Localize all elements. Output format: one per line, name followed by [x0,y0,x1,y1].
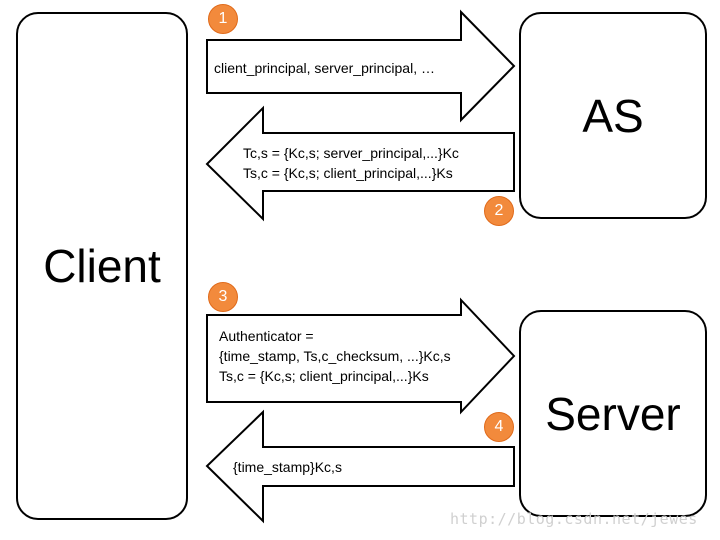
message-3-line-3: Ts,c = {Kc,s; client_principal,...}Ks [219,368,429,384]
message-2-line-1: Tc,s = {Kc,s; server_principal,...}Kc [243,145,459,161]
message-1-line-1: client_principal, server_principal, … [214,60,435,76]
message-2-line-2: Ts,c = {Kc,s; client_principal,...}Ks [243,165,453,181]
arrow-1-right [206,9,516,123]
message-4-text: {time_stamp}Kc,s [233,457,342,477]
step-2-badge: 2 [484,196,514,226]
arrow-2-left [205,105,515,222]
message-2-text: Tc,s = {Kc,s; server_principal,...}Kc Ts… [243,143,459,183]
as-node: AS [519,12,707,219]
step-3-badge: 3 [208,282,238,312]
message-3-text: Authenticator = {time_stamp, Ts,c_checks… [219,326,451,386]
message-4-line-1: {time_stamp}Kc,s [233,459,342,475]
arrow-4-left [205,409,515,524]
watermark-text: http://blog.csdn.net/jewes [450,510,698,528]
as-label: AS [582,89,644,142]
arrow-3-right [206,297,516,415]
step-4-badge: 4 [484,412,514,442]
message-3-line-2: {time_stamp, Ts,c_checksum, ...}Kc,s [219,348,451,364]
server-node: Server [519,310,707,517]
client-node: Client [16,12,188,520]
step-1-badge: 1 [208,4,238,34]
client-label: Client [43,240,161,292]
server-label: Server [545,387,681,440]
message-3-line-1: Authenticator = [219,328,314,344]
message-1-text: client_principal, server_principal, … [214,58,435,78]
